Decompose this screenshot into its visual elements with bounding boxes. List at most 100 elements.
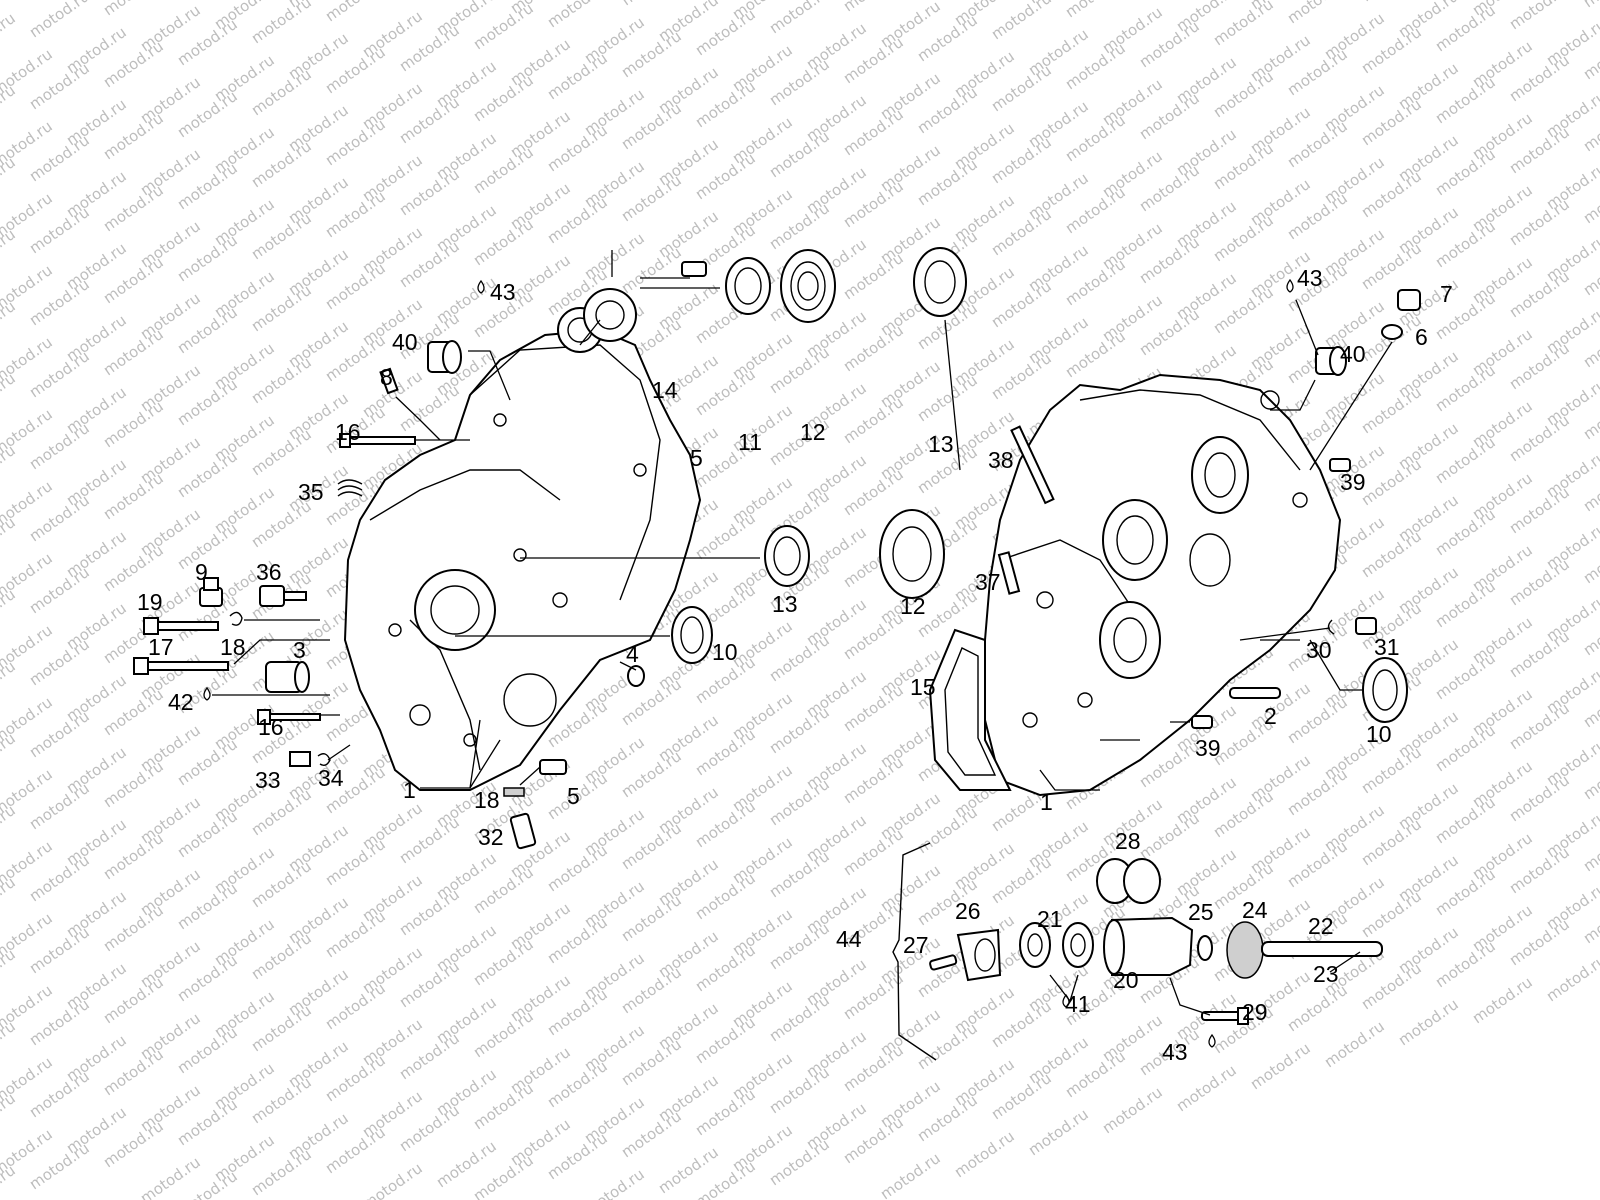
callout-40-left: 40 — [392, 329, 418, 355]
callout-43-lower: 43 — [1162, 1039, 1188, 1065]
left-crankcase-half — [343, 288, 702, 791]
watermark-text: motod.ru — [1580, 0, 1600, 11]
callout-2: 2 — [1264, 703, 1277, 729]
watermark-text: motod.ru — [1506, 0, 1573, 33]
watermark-text: motod.ru — [1173, 1061, 1240, 1115]
watermark-text: motod.ru — [1395, 995, 1462, 1049]
watermark-text: motod.ru — [1358, 0, 1425, 5]
left-leader-lines — [212, 250, 760, 789]
watermark-text: motod.ru — [1284, 0, 1351, 27]
watermark-text: motod.ru — [396, 0, 463, 3]
right-leader-lines — [944, 299, 1393, 791]
callout-9: 9 — [195, 559, 208, 585]
callout-10-left: 10 — [712, 639, 738, 665]
left-small-parts — [133, 249, 836, 850]
callout-32: 32 — [478, 824, 504, 850]
callout-23: 23 — [1313, 961, 1339, 987]
pump-group — [892, 842, 1383, 1061]
callout-26: 26 — [955, 898, 981, 924]
callout-19: 19 — [137, 589, 163, 615]
watermark-text: motod.ru — [0, 9, 19, 63]
right-small-parts — [879, 247, 1421, 729]
watermark-text: motod.ru — [951, 1127, 1018, 1181]
watermark-text: motod.ru — [1321, 1017, 1388, 1071]
callout-43-right: 43 — [1297, 265, 1323, 291]
watermark-text: motod.ru — [766, 0, 833, 37]
watermark-text: motod.ru — [840, 0, 907, 15]
watermark-text: motod.ru — [0, 297, 19, 351]
callout-17: 17 — [148, 634, 174, 660]
callout-1-left: 1 — [403, 777, 416, 803]
callout-13-left: 13 — [772, 591, 798, 617]
callout-39-lower: 39 — [1195, 735, 1221, 761]
callout-labels: 43 40 8 16 35 14 5 11 12 13 9 36 19 18 1… — [137, 265, 1453, 1065]
watermark-text: motod.ru — [0, 153, 19, 207]
callout-14: 14 — [652, 377, 678, 403]
callout-18-lower: 18 — [474, 787, 500, 813]
callout-37: 37 — [975, 569, 1001, 595]
callout-8: 8 — [380, 364, 393, 390]
watermark-text: motod.ru — [544, 0, 611, 31]
callout-3: 3 — [293, 637, 306, 663]
watermark-text: motod.ru — [0, 225, 19, 279]
callout-4: 4 — [626, 641, 639, 667]
callout-7: 7 — [1440, 281, 1453, 307]
watermark-text: motod.ru — [0, 873, 19, 927]
callout-42: 42 — [168, 689, 194, 715]
callout-12-right: 12 — [900, 593, 926, 619]
callout-12-left: 12 — [800, 419, 826, 445]
watermark-text: motod.ru — [0, 1017, 19, 1071]
callout-28: 28 — [1115, 828, 1141, 854]
callout-33: 33 — [255, 767, 281, 793]
watermark-text: motod.ru — [988, 0, 1055, 43]
callout-39-upper: 39 — [1340, 469, 1366, 495]
callout-16-lower: 16 — [258, 714, 284, 740]
watermark-text: motod.ru — [0, 0, 56, 5]
watermark-text: motod.ru — [0, 945, 19, 999]
watermark-text: motod.ru — [1247, 1039, 1314, 1093]
watermark-text: motod.ru — [1469, 973, 1536, 1027]
watermark-text: motod.ru — [322, 0, 389, 25]
callout-1-right: 1 — [1040, 789, 1053, 815]
watermark-text: motod.ru — [581, 1165, 648, 1200]
watermark-text: motod.ru — [26, 0, 93, 41]
watermark-text: motod.ru — [1062, 0, 1129, 21]
watermark-text: motod.ru — [0, 81, 19, 135]
callout-10-right: 10 — [1366, 721, 1392, 747]
watermark-text: motod.ru — [0, 441, 19, 495]
callout-38: 38 — [988, 447, 1014, 473]
callout-5-lower: 5 — [567, 783, 580, 809]
callout-27: 27 — [903, 932, 929, 958]
callout-43-left: 43 — [490, 279, 516, 305]
watermark-text: motod.ru — [0, 585, 19, 639]
callout-15: 15 — [910, 674, 936, 700]
watermark-text: motod.ru — [1543, 951, 1600, 1005]
callout-41: 41 — [1065, 991, 1091, 1017]
watermark-text: motod.ru — [1025, 1105, 1092, 1159]
callout-25: 25 — [1188, 899, 1214, 925]
watermark-text: motod.ru — [0, 801, 19, 855]
callout-18-upper: 18 — [220, 634, 246, 660]
watermark-text: motod.ru — [0, 513, 19, 567]
callout-21: 21 — [1037, 906, 1063, 932]
callout-30: 30 — [1306, 637, 1332, 663]
callout-31: 31 — [1374, 634, 1400, 660]
right-crankcase-half — [928, 373, 1342, 797]
callout-36: 36 — [256, 559, 282, 585]
watermark-text: motod.ru — [100, 0, 167, 19]
callout-5-upper: 5 — [690, 445, 703, 471]
watermark-text: motod.ru — [0, 657, 19, 711]
callout-11: 11 — [738, 429, 762, 455]
callout-22: 22 — [1308, 913, 1334, 939]
watermark-text: motod.ru — [1099, 1083, 1166, 1137]
watermark-text: motod.ru — [0, 369, 19, 423]
watermark-text: motod.ru — [618, 0, 685, 9]
callout-40-right: 40 — [1340, 341, 1366, 367]
callout-44: 44 — [836, 926, 862, 952]
callout-20: 20 — [1113, 967, 1139, 993]
watermark-text: motod.ru — [359, 1159, 426, 1200]
callout-13-right: 13 — [928, 431, 954, 457]
watermark-text: motod.ru — [0, 729, 19, 783]
